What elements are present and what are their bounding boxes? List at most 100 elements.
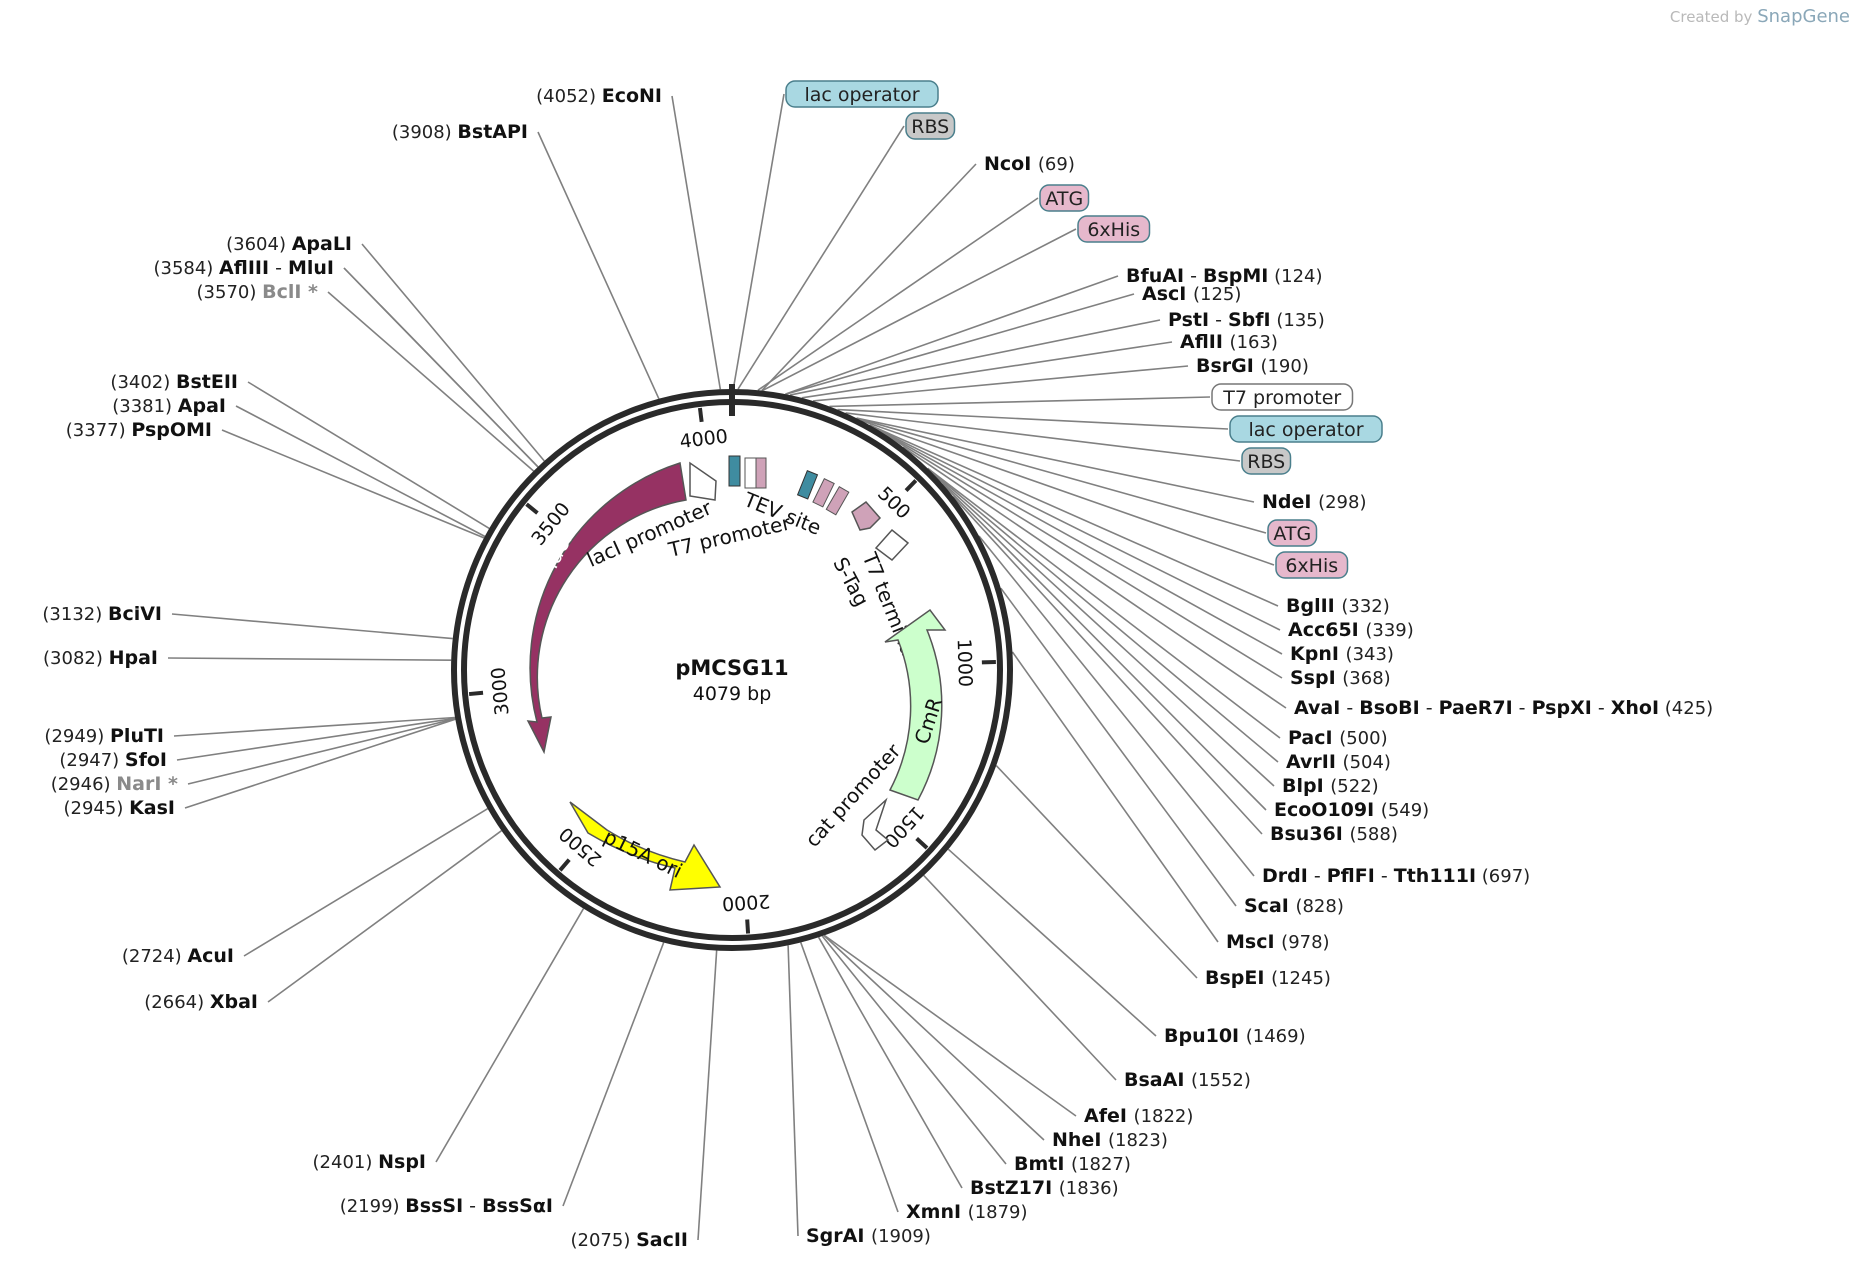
site-label-apali[interactable]: (3604) ApaLI <box>226 233 352 255</box>
feature-cat-promoter-arrow[interactable] <box>861 797 890 852</box>
site-label-kpni[interactable]: KpnI (343) <box>1290 643 1394 665</box>
site-label-sacii[interactable]: (2075) SacII <box>571 1229 689 1251</box>
site-label-acc65i[interactable]: Acc65I (339) <box>1288 619 1414 641</box>
site-label-bsu36i[interactable]: Bsu36I (588) <box>1270 823 1398 845</box>
site-position: (2664) <box>144 992 210 1013</box>
feature-tag-block-1[interactable] <box>755 457 767 489</box>
feature-tag-block-2[interactable] <box>812 478 835 508</box>
site-position: (3570) <box>197 282 263 303</box>
site-label-bmti[interactable]: BmtI (1827) <box>1014 1153 1131 1175</box>
site-label-group[interactable]: BfuAI - BspMI (124) <box>1126 265 1323 287</box>
site-name: ApaLI <box>292 233 352 255</box>
site-label-sfoi[interactable]: (2947) SfoI <box>59 749 167 771</box>
site-label-scai[interactable]: ScaI (828) <box>1244 895 1344 917</box>
feature-lac-operator-block-1[interactable] <box>728 455 741 487</box>
site-label-group[interactable]: DrdI - PflFI - Tth111I (697) <box>1262 865 1530 887</box>
site-position: (2199) <box>340 1196 406 1217</box>
annotation-box-bg <box>1241 447 1292 475</box>
site-label-bpu10i[interactable]: Bpu10I (1469) <box>1164 1025 1306 1047</box>
leader-line <box>247 381 490 530</box>
site-label-group[interactable]: (2199) BssSI - BssSαI <box>340 1195 553 1217</box>
site-label-apai[interactable]: (3381) ApaI <box>112 395 226 417</box>
site-label-acui[interactable]: (2724) AcuI <box>122 945 234 967</box>
annotation-box-label: lac operator <box>1248 419 1363 441</box>
feature-tag-block-3[interactable] <box>825 486 850 516</box>
site-label-blpi[interactable]: BlpI (522) <box>1282 775 1379 797</box>
feature-t7-terminator-block[interactable] <box>874 528 910 562</box>
site-label-econi[interactable]: (4052) EcoNI <box>536 85 662 107</box>
plasmid-name: pMCSG11 <box>675 656 788 680</box>
site-label-bcivi[interactable]: (3132) BciVI <box>42 603 162 625</box>
site-label-xmni[interactable]: XmnI (1879) <box>906 1201 1028 1223</box>
site-label-paci[interactable]: PacI (500) <box>1288 727 1388 749</box>
site-label-avrii[interactable]: AvrII (504) <box>1286 751 1391 773</box>
site-label-bsrgi[interactable]: BsrGI (190) <box>1196 355 1309 377</box>
site-label-group[interactable]: PstI - SbfI (135) <box>1168 309 1325 331</box>
annotation-box-rbs2[interactable]: RBS <box>1241 447 1292 475</box>
site-label-nhei[interactable]: NheI (1823) <box>1052 1129 1168 1151</box>
site-name: MluI <box>288 257 334 279</box>
leader-line <box>821 935 1007 1165</box>
leader-line <box>173 716 456 737</box>
site-name: EcoO109I <box>1274 799 1381 821</box>
annotation-box-bg <box>1267 519 1318 547</box>
annotation-box-bg <box>1275 551 1349 579</box>
site-label-afei[interactable]: AfeI (1822) <box>1084 1105 1193 1127</box>
site-position: (125) <box>1193 284 1241 305</box>
site-label-hpai[interactable]: (3082) HpaI <box>43 647 158 669</box>
site-label-bsteii[interactable]: (3402) BstEII <box>110 371 238 393</box>
site-label-bstz17i[interactable]: BstZ17I (1836) <box>970 1177 1119 1199</box>
site-label-kasi[interactable]: (2945) KasI <box>63 797 175 819</box>
site-label-ndei[interactable]: NdeI (298) <box>1262 491 1366 513</box>
feature-t7-promoter-block[interactable] <box>744 457 757 489</box>
annotation-box-label: T7 promoter <box>1222 387 1341 409</box>
site-label-ecoo109i[interactable]: EcoO109I (549) <box>1274 799 1429 821</box>
site-label-pluti[interactable]: (2949) PluTI <box>44 725 164 747</box>
site-label-ncoi[interactable]: NcoI (69) <box>984 153 1075 175</box>
site-label-nspi[interactable]: (2401) NspI <box>313 1151 426 1173</box>
site-name: PstI <box>1168 309 1209 331</box>
annotation-box-t7prom[interactable]: T7 promoter <box>1211 383 1354 411</box>
site-name: BciVI <box>108 603 162 625</box>
site-label-aflii[interactable]: AflII (163) <box>1180 331 1278 353</box>
site-label-bspei[interactable]: BspEI (1245) <box>1205 967 1331 989</box>
annotation-box-atg1[interactable]: ATG <box>1039 184 1090 212</box>
feature-laci-arrow[interactable] <box>526 462 687 755</box>
feature-lac-operator-block-2[interactable] <box>796 470 819 500</box>
annotation-box-atg2[interactable]: ATG <box>1267 519 1318 547</box>
feature-cmr-arrow[interactable] <box>884 608 947 801</box>
feature-s-tag-arrow[interactable] <box>851 500 882 531</box>
feature-laci-promoter-arrow[interactable] <box>689 461 717 501</box>
annotation-box-his1[interactable]: 6xHis <box>1077 215 1151 243</box>
site-name: PluTI <box>110 725 164 747</box>
site-label-bstapi[interactable]: (3908) BstAPI <box>392 121 528 143</box>
annotation-box-rbs1[interactable]: RBS <box>905 112 956 140</box>
site-label-bcli[interactable]: (3570) BclI * <box>197 281 319 303</box>
site-label-xbai[interactable]: (2664) XbaI <box>144 991 258 1013</box>
feature-p15a-ori-arrow[interactable] <box>569 801 722 891</box>
site-name: NarI * <box>116 773 178 795</box>
annotation-box-lacop1[interactable]: lac operator <box>785 80 939 108</box>
site-label-nari[interactable]: (2946) NarI * <box>51 773 178 795</box>
site-name: BclI * <box>262 281 318 303</box>
tick-label: 1000 <box>953 638 976 687</box>
annotation-box-his2[interactable]: 6xHis <box>1275 551 1349 579</box>
site-label-asci[interactable]: AscI (125) <box>1142 283 1241 305</box>
site-name: BmtI <box>1014 1153 1071 1175</box>
leader-line <box>995 765 1198 979</box>
site-label-pspomi[interactable]: (3377) PspOMI <box>66 419 212 441</box>
site-label-sgrai[interactable]: SgrAI (1909) <box>806 1225 931 1247</box>
site-name: ApaI <box>178 395 226 417</box>
site-label-group[interactable]: AvaI - BsoBI - PaeR7I - PspXI - XhoI (42… <box>1294 697 1713 719</box>
snapgene-logo: SnapGene <box>1757 6 1850 27</box>
site-name: SacII <box>636 1229 688 1251</box>
site-label-group[interactable]: (3584) AflIII - MluI <box>153 257 334 279</box>
site-label-bglii[interactable]: BglII (332) <box>1286 595 1390 617</box>
site-label-msci[interactable]: MscI (978) <box>1226 931 1330 953</box>
site-label-sspi[interactable]: SspI (368) <box>1290 667 1391 689</box>
site-name: BspEI <box>1205 967 1271 989</box>
site-name: NcoI <box>984 153 1038 175</box>
plasmid-length: 4079 bp <box>693 683 772 705</box>
annotation-box-lacop2[interactable]: lac operator <box>1229 415 1383 443</box>
site-label-bsaai[interactable]: BsaAI (1552) <box>1124 1069 1251 1091</box>
